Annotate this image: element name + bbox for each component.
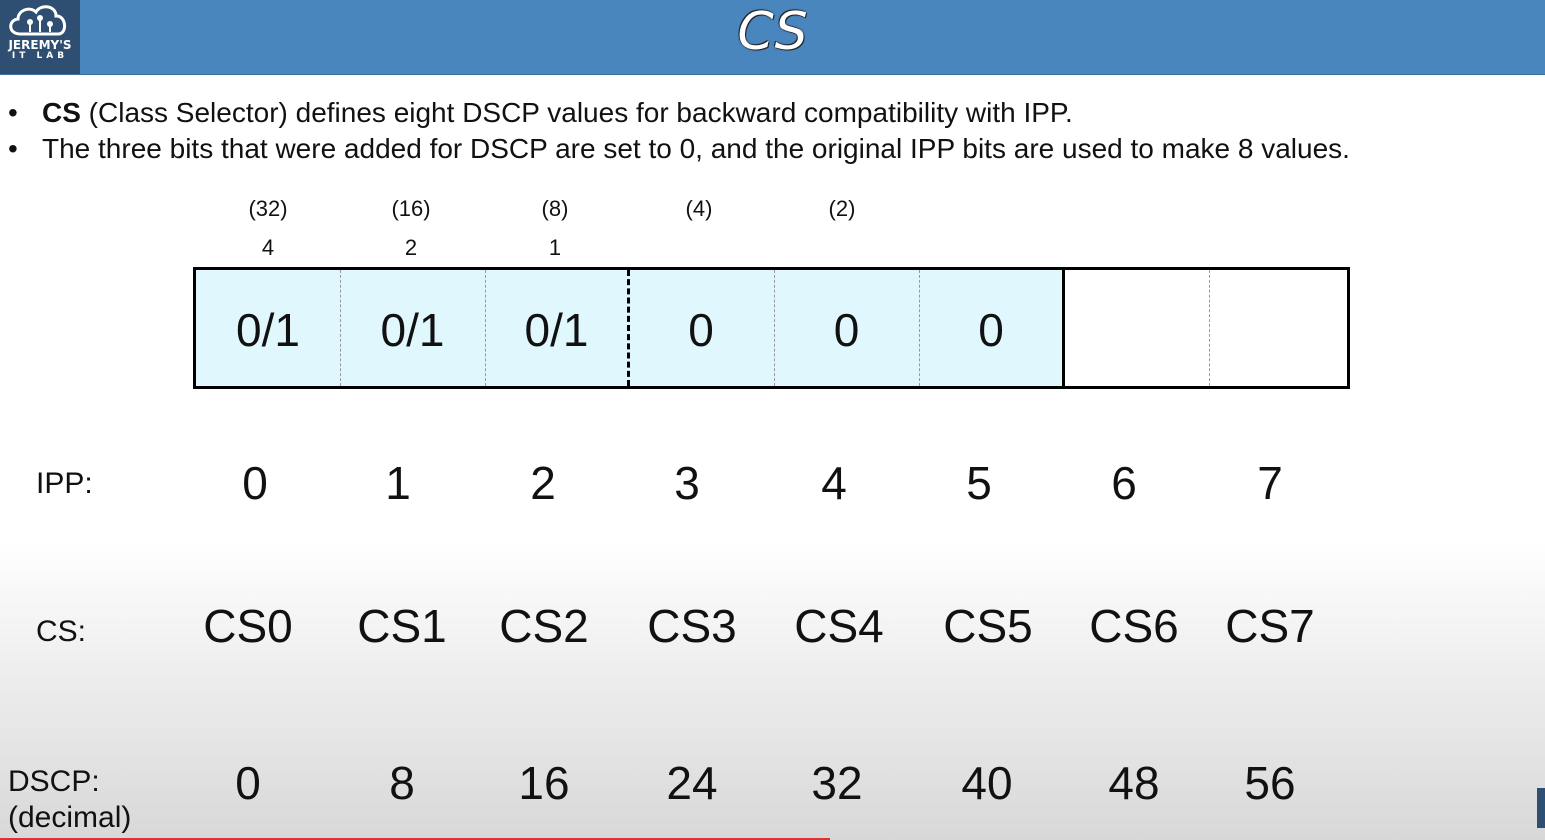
cs-row-label: CS: xyxy=(36,615,87,648)
dscp-weight-8: (8) xyxy=(541,196,569,221)
title-bar: JEREMY'S IT LAB CS xyxy=(0,0,1545,75)
dscp-weight-4: (4) xyxy=(685,196,713,221)
cs-value: CS1 xyxy=(357,600,447,652)
ipp-value: 4 xyxy=(821,457,847,509)
logo: JEREMY'S IT LAB xyxy=(0,0,80,74)
bullet-dot: • xyxy=(8,133,18,164)
bit-cell-2: 0/1 xyxy=(340,270,485,386)
cs-value: CS0 xyxy=(203,600,293,652)
bit-divider xyxy=(774,270,775,386)
slide-title: CS xyxy=(737,2,808,62)
cs-value: CS6 xyxy=(1089,600,1179,652)
cs-value: CS4 xyxy=(794,600,884,652)
ipp-value: 0 xyxy=(242,457,268,509)
dscp-value: 8 xyxy=(389,757,415,809)
bullet-1-text: (Class Selector) defines eight DSCP valu… xyxy=(80,97,1073,128)
dscp-value: 24 xyxy=(666,757,718,809)
bit-cell-5: 0 xyxy=(774,270,919,386)
bit-cell-8 xyxy=(1209,270,1347,386)
dscp-row-label: DSCP: xyxy=(8,765,100,798)
cs-value: CS7 xyxy=(1225,600,1315,652)
ipp-row-label: IPP: xyxy=(36,467,93,500)
cs-value: CS3 xyxy=(647,600,737,652)
dscp-value: 48 xyxy=(1108,757,1160,809)
bit-divider xyxy=(1209,270,1210,386)
dscp-weight-32: (32) xyxy=(248,196,288,221)
bit-divider xyxy=(340,270,341,386)
bit-cell-7 xyxy=(1063,270,1209,386)
corner-tab[interactable] xyxy=(1537,788,1545,828)
ipp-weight-1: 1 xyxy=(548,235,562,260)
bullet-1-bold: CS xyxy=(42,97,81,128)
bit-divider xyxy=(485,270,486,386)
dscp-value: 0 xyxy=(235,757,261,809)
logo-line2: IT LAB xyxy=(11,51,69,61)
dscp-weight-2: (2) xyxy=(828,196,856,221)
ipp-value: 7 xyxy=(1257,457,1283,509)
dscp-value: 40 xyxy=(961,757,1013,809)
bullet-2-text: The three bits that were added for DSCP … xyxy=(42,133,1350,164)
ipp-value: 5 xyxy=(966,457,992,509)
bit-divider xyxy=(919,270,920,386)
bit-cell-4: 0 xyxy=(628,270,774,386)
dscp-bit-field: 0/1 0/1 0/1 0 0 0 xyxy=(193,267,1350,389)
cs-value: CS2 xyxy=(499,600,589,652)
ipp-value: 2 xyxy=(530,457,556,509)
ipp-boundary-divider xyxy=(627,270,630,386)
dscp-value: 16 xyxy=(518,757,570,809)
logo-line1: JEREMY'S xyxy=(8,38,72,52)
dscp-value: 32 xyxy=(811,757,863,809)
cs-value: CS5 xyxy=(943,600,1033,652)
ipp-value: 6 xyxy=(1111,457,1137,509)
dscp-value: 56 xyxy=(1244,757,1296,809)
ipp-weight-2: 2 xyxy=(404,235,418,260)
ipp-weight-4: 4 xyxy=(261,235,275,260)
dscp-row-sublabel: (decimal) xyxy=(8,801,132,834)
dscp-weight-16: (16) xyxy=(391,196,431,221)
bit-cell-1: 0/1 xyxy=(196,270,340,386)
bit-cell-3: 0/1 xyxy=(485,270,628,386)
ipp-value: 1 xyxy=(385,457,411,509)
bit-cell-6: 0 xyxy=(919,270,1063,386)
bullet-dot: • xyxy=(8,97,18,128)
dscp-boundary-divider xyxy=(1062,270,1065,386)
cloud-circuit-icon xyxy=(9,5,66,36)
progress-line xyxy=(0,838,830,840)
ipp-value: 3 xyxy=(674,457,700,509)
